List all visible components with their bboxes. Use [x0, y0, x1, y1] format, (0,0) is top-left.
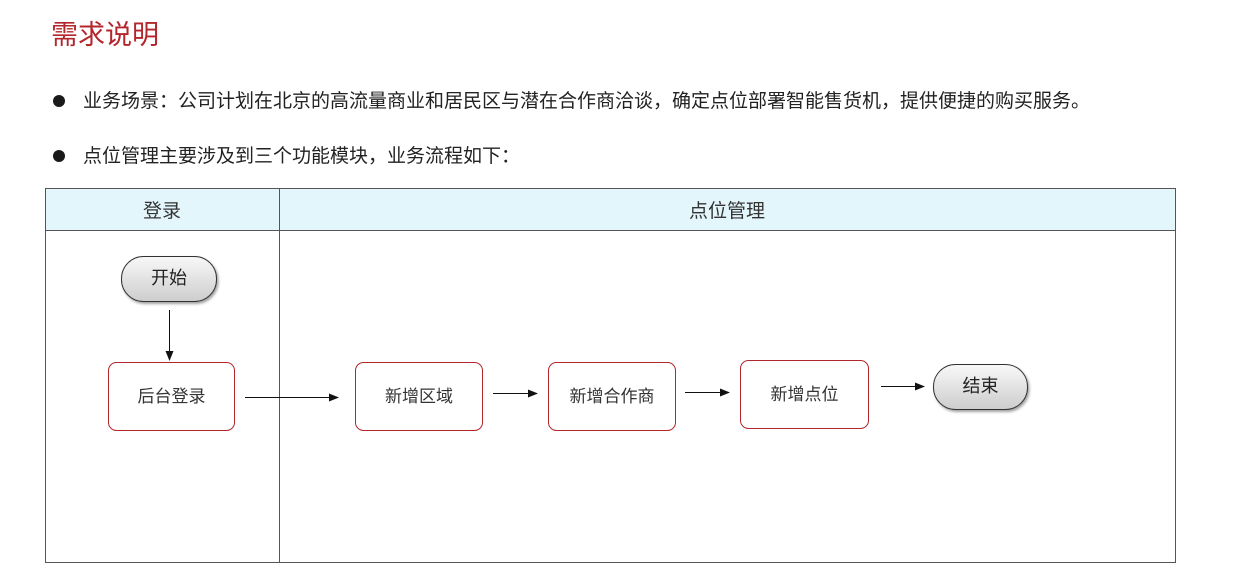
add-point-node: 新增点位 [740, 360, 869, 429]
swimlane-border [45, 188, 1176, 563]
bullet-list: 业务场景：公司计划在北京的高流量商业和居民区与潜在合作商洽谈，确定点位部署智能售… [52, 86, 1090, 196]
end-label: 结束 [963, 376, 999, 397]
add-point-process-box [740, 360, 869, 429]
lane-header-background [45, 188, 1176, 231]
bullet-dot-icon [53, 150, 65, 162]
bullet-text-modules: 点位管理主要涉及到三个功能模块，业务流程如下： [83, 145, 521, 167]
add-partner-process-box [548, 362, 676, 431]
add-region-label: 新增区域 [385, 387, 453, 407]
start-node: 开始 [121, 256, 217, 302]
bullet-text-scenario: 业务场景：公司计划在北京的高流量商业和居民区与潜在合作商洽谈，确定点位部署智能售… [83, 90, 1091, 112]
add-region-node: 新增区域 [355, 362, 483, 431]
add-region-process-box [355, 362, 483, 431]
bullet-item-scenario: 业务场景：公司计划在北京的高流量商业和居民区与潜在合作商洽谈，确定点位部署智能售… [52, 86, 1090, 116]
end-terminal-shape [933, 364, 1028, 410]
page-title: 需求说明 [51, 20, 159, 51]
login-process-box [108, 362, 235, 431]
login-node: 后台登录 [108, 362, 235, 431]
bullet-dot-icon [53, 95, 65, 107]
bullet-item-modules: 点位管理主要涉及到三个功能模块，业务流程如下： [52, 141, 1090, 171]
add-partner-label: 新增合作商 [570, 387, 655, 407]
start-label: 开始 [151, 268, 187, 289]
swimlane-frame: 登录 点位管理 [45, 188, 1176, 563]
login-label: 后台登录 [138, 387, 206, 407]
add-partner-node: 新增合作商 [548, 362, 676, 431]
lane-header-login: 登录 [143, 200, 181, 222]
lane-header-point-management: 点位管理 [689, 200, 765, 222]
start-terminal-shape [121, 256, 217, 302]
add-point-label: 新增点位 [771, 385, 839, 405]
end-node: 结束 [933, 364, 1028, 410]
